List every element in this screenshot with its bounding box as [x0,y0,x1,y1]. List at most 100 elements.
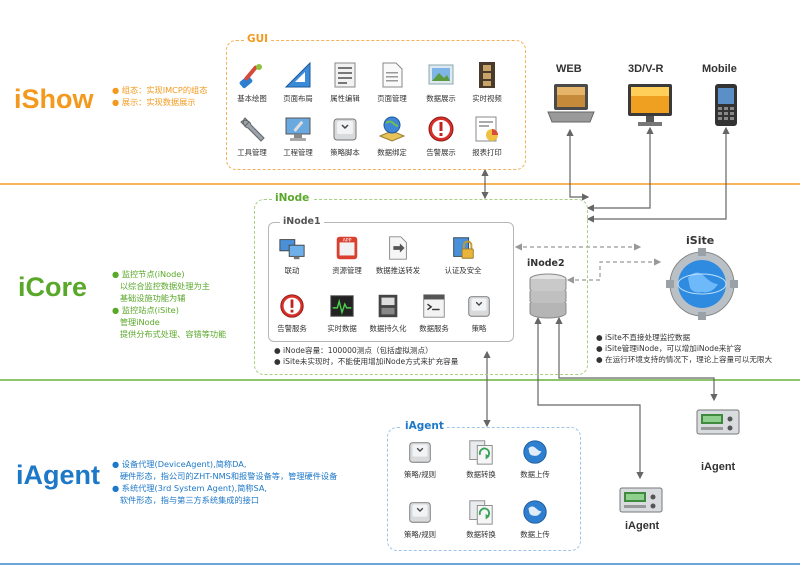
gui-tool-live-video[interactable]: 实时视频 [461,60,513,104]
gui-tool-page-layout[interactable]: 页面布局 [272,60,324,104]
ishow-desc-line: 展示：实现数据展示 [121,97,196,107]
gui-tool-label: 策略脚本 [330,148,360,157]
ishow-description: ● 组态：实现IMCP的组态 ● 展示：实现数据展示 [112,85,208,107]
icore-iagent-separator [0,379,800,381]
iagent-desc-line: 设备代理(DeviceAgent),简称DA, [121,459,247,469]
laptop-icon[interactable] [546,82,596,126]
hardware-agent-device-icon[interactable] [694,402,742,438]
iagent-desc-line: 硬件形态，指公司的ZHT-NMS和报警设备等，管理硬件设备 [119,471,338,481]
icore-description: ● 监控节点(iNode) 以综合监控数据处理为主 基础设施功能为辅 ● 监控站… [112,269,227,339]
inode-note-line: iNode容量：100000测点（包括虚拟测点） [283,346,433,355]
gui-tool-page-manage[interactable]: 页面管理 [366,60,418,104]
isite-notes: ● iSite不直接处理监控数据 ● iSite管理iNode，可以增加iNod… [596,333,773,364]
inode1-module-label: 实时数据 [327,324,357,333]
gui-tool-label: 基本绘图 [237,94,267,103]
iagent-module-convert[interactable]: 数据转换 [455,438,507,480]
paintbrush-icon [239,64,262,89]
inode1-module-data-service[interactable]: 数据服务 [408,292,460,334]
iagent-box-title: iAgent [402,420,447,432]
gui-tool-report-print[interactable]: 报表打印 [461,114,513,158]
mobile-phone-icon[interactable] [713,82,739,128]
inode-notes: ● iNode容量：100000测点（包括虚拟测点） ● iSite未实现时，不… [274,346,459,366]
iagent-module-strategy[interactable]: 策略/规则 [394,438,446,480]
picture-icon [428,64,454,85]
inode1-module-alarm[interactable]: 告警服务 [266,292,318,334]
globe-icon [523,500,547,524]
icore-desc-line: 监控站点(iSite) [121,305,179,315]
hardware-agent-device-icon[interactable] [617,480,665,516]
gui-tool-label: 工具管理 [237,148,267,157]
wrench-icon [240,117,265,142]
gui-tool-project-manage[interactable]: 工程管理 [272,114,324,158]
gui-tool-label: 页面布局 [283,94,313,103]
globe-icon [523,440,547,464]
gui-tool-label: 数据展示 [426,94,456,103]
gui-tool-strategy-script[interactable]: 策略脚本 [319,114,371,158]
alert-icon [428,116,454,142]
keycap-icon [333,118,357,141]
iagent-module-upload[interactable]: 数据上传 [509,498,561,540]
inode1-module-label: 资源管理 [332,266,362,275]
gui-tool-label: 页面管理 [377,94,407,103]
inode1-module-data-push[interactable]: 数据推送转发 [372,234,424,276]
inode1-module-label: 策略 [471,324,487,333]
bottom-separator [0,563,800,565]
inode1-module-strategy[interactable]: 策略 [453,292,505,334]
inode1-module-linkage[interactable]: 联动 [266,234,318,276]
gui-title: GUI [244,33,272,45]
inode1-module-label: 联动 [284,266,300,275]
convert-icon [469,440,493,465]
convert-icon [469,500,493,525]
inode-title: iNode [272,192,313,204]
iagent-module-label: 策略/规则 [403,470,437,479]
gui-tool-label: 报表打印 [472,148,502,157]
inode2-label: iNode2 [527,258,565,269]
film-icon [479,62,495,88]
database-server-icon[interactable] [526,272,570,320]
iagent-device-label: iAgent [625,520,660,532]
gui-tool-basic-drawing[interactable]: 基本绘图 [226,60,278,104]
gui-tool-alarm-display[interactable]: 告警展示 [415,114,467,158]
terminal-doc-icon [423,294,445,318]
iagent-module-label: 数据上传 [520,470,550,479]
svg-text:APP: APP [343,237,352,243]
inode1-module-auth-security[interactable]: 认证及安全 [437,234,489,276]
gui-tool-data-binding[interactable]: 数据绑定 [366,114,418,158]
device-label-3d-vr: 3D/V-R [628,63,664,75]
keycap-icon [409,502,431,523]
report-chart-icon [475,116,498,142]
triangle-ruler-icon [284,61,311,88]
inode-note-line: iSite未实现时，不能使用增加iNode方式来扩充容量 [283,357,459,366]
iagent-module-label: 数据上传 [520,530,550,539]
inode1-box [268,222,514,342]
lock-icon [453,237,474,259]
inode1-module-label: 数据服务 [419,324,449,333]
inode1-module-label: 告警服务 [277,324,307,333]
inode1-module-realtime[interactable]: 实时数据 [316,292,368,334]
keycap-icon [468,296,490,317]
gui-tool-property-edit[interactable]: 属性编辑 [319,60,371,104]
app-icon: APP [336,236,358,260]
gui-tool-label: 告警展示 [426,148,456,157]
inode-box [254,199,588,375]
doc-forward-icon [389,236,407,260]
inode1-title: iNode1 [280,216,324,227]
isite-globe-gear-icon[interactable] [666,248,738,320]
inode1-module-resource[interactable]: APP 资源管理 [321,234,373,276]
iagent-module-label: 策略/规则 [403,530,437,539]
globe-book-icon [378,116,406,142]
iagent-module-label: 数据转换 [466,530,496,539]
device-label-mobile: Mobile [702,63,737,75]
isite-note-line: iSite管理iNode，可以增加iNode来扩容 [605,344,742,353]
iagent-module-upload[interactable]: 数据上传 [509,438,561,480]
monitor-icon[interactable] [624,82,676,128]
iagent-module-convert[interactable]: 数据转换 [455,498,507,540]
gui-tool-data-display[interactable]: 数据展示 [415,60,467,104]
iagent-title: iAgent [16,460,100,490]
inode1-module-persistence[interactable]: 数据持久化 [362,292,414,334]
property-sheet-icon [334,62,356,88]
iagent-module-strategy[interactable]: 策略/规则 [394,498,446,540]
gui-tool-tool-manage[interactable]: 工具管理 [226,114,278,158]
device-label-web: WEB [556,63,582,75]
